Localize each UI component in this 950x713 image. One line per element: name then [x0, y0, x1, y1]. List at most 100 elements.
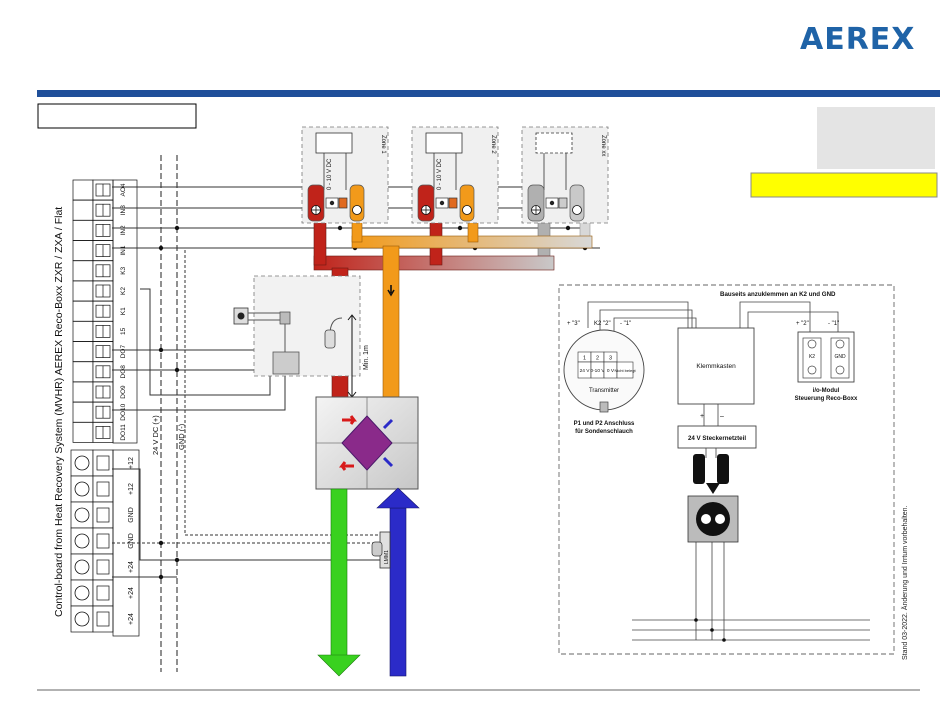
zone-label: Zone 2	[490, 135, 496, 154]
terminal-top-6: K1	[72, 300, 127, 322]
plug-arrow-icon	[706, 483, 720, 494]
duct-probe	[324, 329, 336, 349]
damper-actuator-icon	[349, 184, 365, 222]
zone-1: Zone 10 - 10 V DC	[301, 126, 389, 224]
terminal-bottom-6: +24	[70, 605, 135, 633]
duct-orange-main	[382, 245, 400, 401]
psu-minus: –	[720, 413, 724, 420]
zone-control-label: 0 - 10 V DC	[437, 158, 443, 190]
terminal-top-label: DO11	[120, 424, 127, 441]
terminal-top-label: IN3	[120, 205, 127, 216]
terminal-top-3: IN1	[72, 240, 127, 261]
screw-icon	[74, 559, 90, 575]
damper-icon	[572, 205, 582, 215]
footer-note: Stand 03-2022. Änderung und Irrtum vorbe…	[902, 505, 909, 661]
terminal-top-11: DO10	[72, 401, 127, 423]
wire-gnd-label: GND (-)	[177, 423, 186, 450]
transmitter-terminal-1: 124 V	[577, 351, 592, 379]
terminal-top-label: 15	[120, 327, 127, 335]
zone-2: Zone 2 0 - 10 V DC	[411, 126, 499, 224]
screw-icon	[74, 455, 90, 471]
terminal-bottom-label: GND	[128, 533, 135, 549]
pressure-sensor	[272, 351, 300, 375]
terminal-top-9: DO8	[72, 361, 127, 383]
psu-plus: +	[700, 413, 704, 420]
duct-sensor-label: LMM1	[384, 550, 390, 564]
title-box	[37, 103, 197, 129]
terminal-bottom-label: +12	[128, 483, 135, 495]
exchanger-arrow-red-icon	[339, 415, 357, 471]
terminal-top-2: IN2	[72, 220, 127, 241]
terminal-value: 0-10 V	[590, 368, 605, 374]
screw-icon	[74, 507, 90, 523]
io-terminal-gnd: GND	[834, 354, 846, 360]
transmitter-caption-1: P1 und P2 Anschluss	[574, 421, 635, 427]
io-module-label-1: i/o-Modul	[813, 388, 840, 394]
io-module-terminals	[802, 337, 850, 379]
terminal-top-0: AO4	[72, 179, 127, 201]
header-bar	[37, 90, 940, 97]
power-supply-label: 24 V Steckernetzteil	[688, 435, 746, 442]
blue-arrow-head-icon	[376, 487, 420, 509]
socket-hole-left	[701, 514, 711, 524]
inset-label-minus1-right: - "1"	[828, 321, 839, 327]
inset-label-plus3: + "3"	[567, 321, 580, 327]
terminal-top-label: K3	[120, 266, 127, 274]
inset-label-k2: K2 "2"	[594, 321, 611, 327]
socket-hole-right	[715, 514, 725, 524]
terminal-bottom-label: +12	[128, 457, 135, 469]
terminal-bottom-4: +24	[70, 553, 135, 581]
transmitter-terminal-2: 2 0-10 V	[590, 351, 605, 379]
transmitter-label: Transmitter	[589, 388, 619, 394]
power-supply	[677, 425, 757, 449]
terminal-top-label: K2	[120, 287, 127, 295]
duct-sensor-plug	[371, 541, 383, 557]
zone-valves: Zone 10 - 10 V DC Zone 2 0 - 10 V DC Zone x…	[301, 126, 609, 224]
damper-actuator-icon	[307, 184, 325, 222]
zone-label: Zone xx	[600, 135, 606, 156]
damper-icon	[462, 205, 472, 215]
brand-logo: AEREX	[800, 22, 916, 57]
sensor-probe	[279, 311, 291, 325]
terminal-top-8: DO7	[72, 341, 127, 362]
psu-cable-2	[717, 454, 729, 484]
damper-actuator-icon	[459, 184, 475, 222]
warning-box	[750, 172, 938, 198]
terminal-bottom-label: +24	[128, 561, 135, 573]
exchanger-arrow-blue-icon	[382, 418, 394, 468]
screw-icon	[74, 611, 90, 627]
zone-3: Zone xx	[521, 126, 609, 224]
inset-wires	[587, 301, 870, 641]
terminal-top-4: K3	[72, 260, 127, 282]
distance-label: Min. 1m	[363, 345, 370, 370]
terminal-bottom-1: +12	[70, 475, 135, 503]
board-title: Control-board from Heat Recovery System …	[53, 207, 65, 617]
psu-cable-1	[693, 454, 705, 484]
terminal-bottom-label: GND	[128, 507, 135, 523]
terminal-top-5: K2	[72, 280, 127, 302]
terminal-top-label: K1	[120, 307, 127, 315]
heat-exchanger-icon	[341, 415, 393, 471]
terminal-top-12: DO11	[72, 422, 127, 443]
blue-duct	[389, 507, 407, 677]
damper-actuator-icon	[527, 184, 545, 222]
probe-hose	[248, 312, 343, 352]
terminal-number: 2	[596, 356, 599, 362]
terminal-top-label: DO9	[120, 385, 127, 399]
io-terminal-k2: K2	[809, 354, 815, 360]
terminal-bottom-label: +24	[128, 587, 135, 599]
terminal-number: 3	[609, 356, 612, 362]
inset-junctions	[694, 618, 726, 642]
terminal-value: 24 V	[580, 368, 591, 374]
terminal-bottom-0: +12	[70, 449, 135, 477]
screw-icon	[74, 585, 90, 601]
screw-icon	[74, 481, 90, 497]
terminal-bottom-label: +24	[128, 613, 135, 625]
io-module-label-2: Steuerung Reco-Boxx	[795, 396, 858, 402]
terminal-top-label: DO10	[120, 403, 127, 420]
terminal-top-label: IN1	[120, 245, 127, 256]
green-duct	[330, 488, 348, 657]
